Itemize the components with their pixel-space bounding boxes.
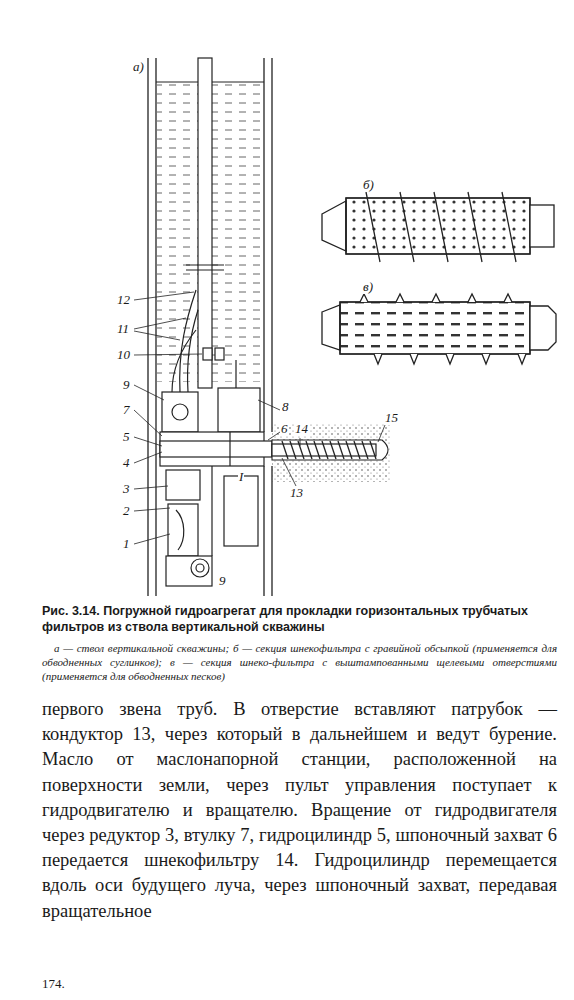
section-mark: I [238, 470, 244, 484]
blade-tooth [374, 354, 382, 364]
blade-tooth [482, 354, 490, 364]
callout-number: 5 [122, 430, 131, 444]
callout-number: 4 [122, 456, 131, 470]
screw-blade [434, 192, 448, 262]
auger-thread [322, 441, 328, 459]
figure-legend: а — ствол вертикальной скважины; б — сек… [42, 641, 557, 683]
callout-number: 3 [122, 482, 131, 496]
page-number: 174. [42, 977, 65, 991]
blade-tooth [468, 294, 476, 302]
figure-caption: Рис. 3.14. Погружной гидроагрегат для пр… [42, 603, 557, 635]
subfigure-letter: б) [362, 178, 375, 192]
callout-number: 15 [384, 411, 399, 425]
callout-number: 6 [280, 422, 289, 436]
auger-thread [282, 441, 288, 459]
subfigure-letter: а) [132, 60, 145, 74]
auger-thread [338, 441, 344, 459]
callout-number: 12 [116, 293, 131, 307]
blade-tooth [410, 354, 418, 364]
blade-tooth [432, 294, 440, 302]
screw-blade [366, 192, 380, 262]
blade-tooth [446, 354, 454, 364]
callout-number: 14 [294, 422, 309, 436]
subfigure-letter: в) [362, 280, 374, 294]
auger-thread [306, 441, 312, 459]
callout-number: 1 [122, 537, 131, 551]
callout-number: 13 [289, 486, 304, 500]
auger-thread [314, 441, 320, 459]
blade-tooth [396, 294, 404, 302]
auger-thread [362, 441, 368, 459]
auger-thread [370, 441, 376, 459]
auger-thread [290, 441, 296, 459]
auger-thread [346, 441, 352, 459]
callout-number: 7 [122, 403, 131, 417]
callout-number: 9 [218, 574, 227, 588]
callout-number: 9 [122, 378, 131, 392]
auger-thread [330, 441, 336, 459]
body-text: первого звена труб. В отверстие вставляю… [42, 697, 557, 924]
blade-tooth [504, 294, 512, 302]
callout-number: 10 [116, 348, 131, 362]
blade-tooth [360, 294, 368, 302]
auger-thread [298, 441, 304, 459]
callout-number: 11 [116, 322, 130, 336]
auger-thread [354, 441, 360, 459]
screw-blade [400, 192, 414, 262]
screw-blade [468, 192, 482, 262]
callout-number: 8 [281, 400, 290, 414]
blade-tooth [518, 354, 526, 364]
callout-number: 2 [122, 504, 131, 518]
screw-blade [502, 192, 516, 262]
